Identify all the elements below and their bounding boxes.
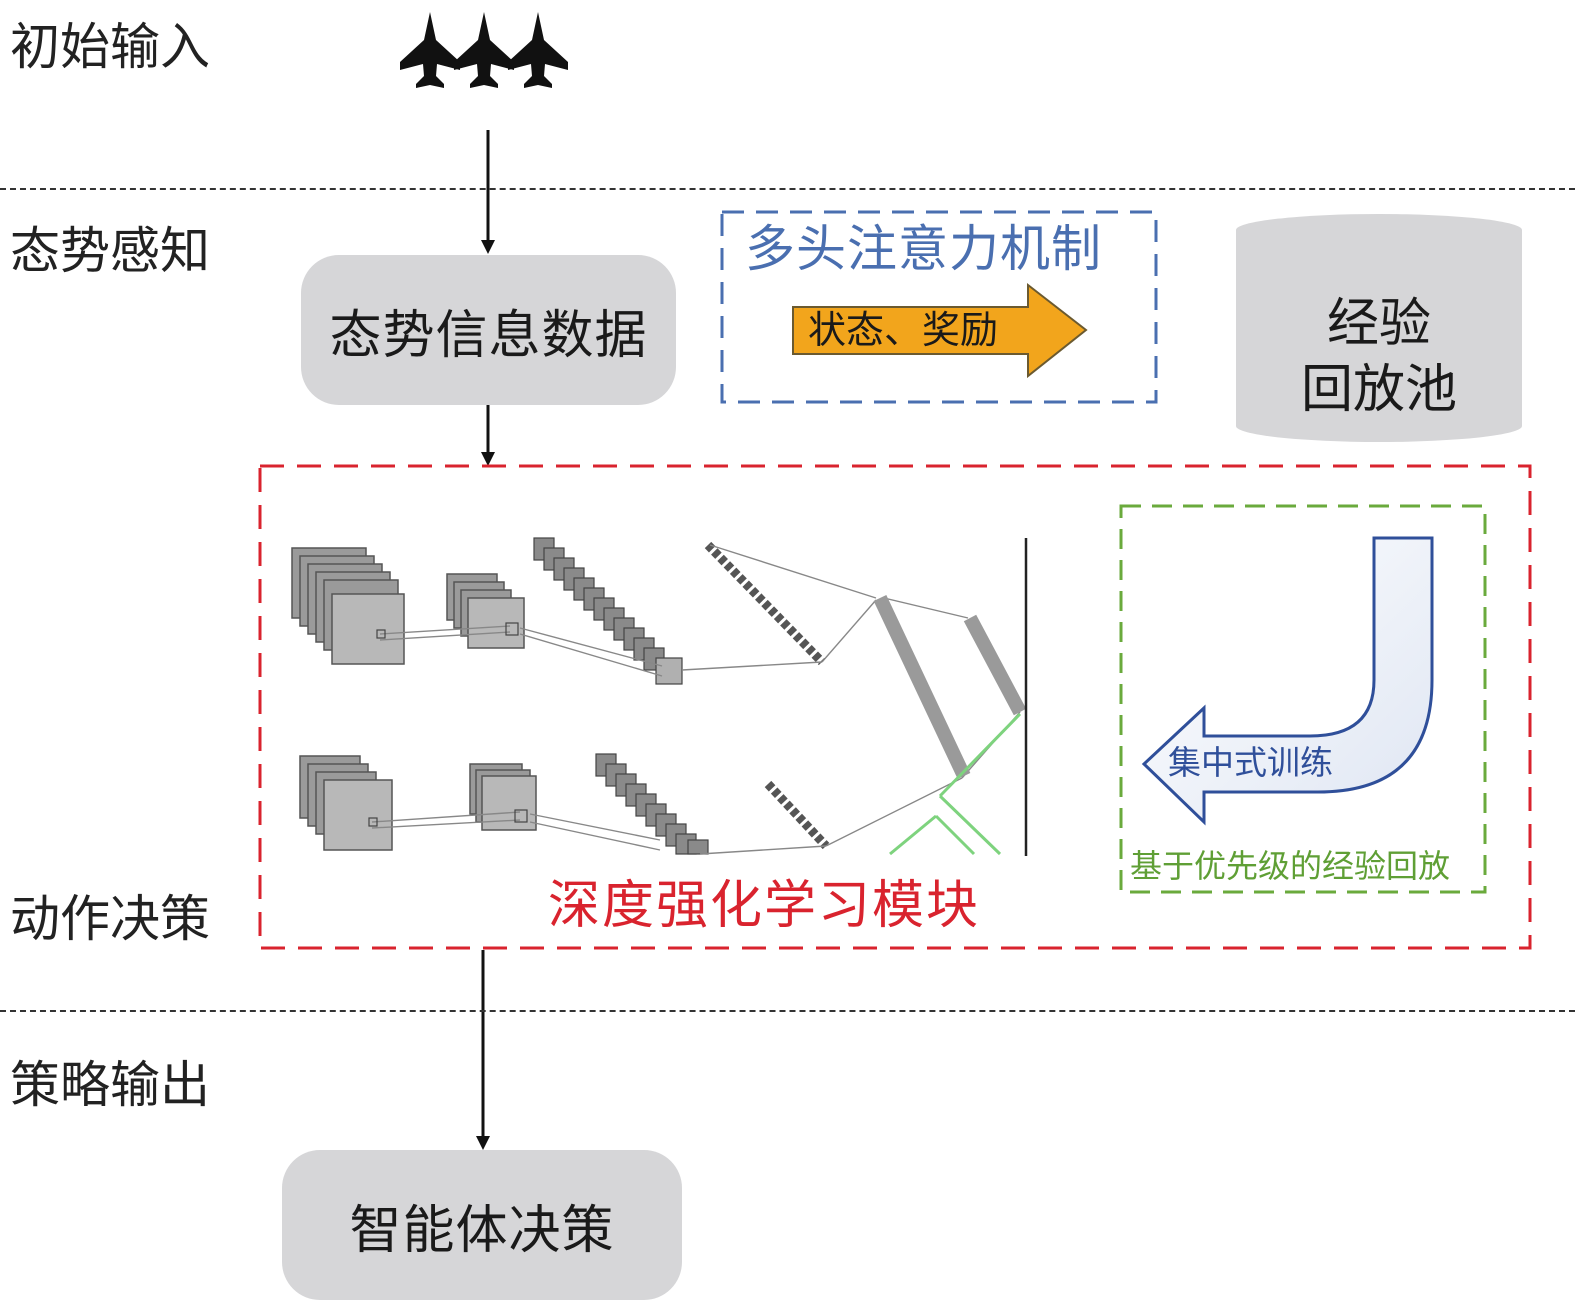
fc-layer xyxy=(764,780,830,850)
state-reward-arrow xyxy=(792,282,1088,379)
fighter-jet-icon xyxy=(454,12,514,88)
dense-layer xyxy=(873,595,971,779)
cnn-network-illustration xyxy=(291,537,1028,856)
conv-layer-stack xyxy=(595,753,709,855)
conv-layer-stack xyxy=(291,547,405,665)
conv-layer-stack xyxy=(469,763,537,831)
attention-box xyxy=(720,210,1158,404)
agent-decision-box: 智能体决策 xyxy=(282,1150,682,1300)
training-box xyxy=(1119,504,1487,894)
situation-data-box: 态势信息数据 xyxy=(301,255,676,405)
priority-replay-label: 基于优先级的经验回放 xyxy=(1130,847,1451,885)
conv-layer-stack xyxy=(299,755,393,851)
stage-label-action-decision: 动作决策 xyxy=(10,890,210,948)
attention-title: 多头注意力机制 xyxy=(745,220,1102,278)
centralized-training-arrow xyxy=(1141,536,1434,826)
stage-label-policy-output: 策略输出 xyxy=(10,1056,210,1114)
stage-separator xyxy=(0,1010,1575,1012)
fc-layer xyxy=(704,541,826,666)
stage-separator xyxy=(0,188,1575,190)
state-reward-label: 状态、奖励 xyxy=(808,308,999,352)
centralized-training-label: 集中式训练 xyxy=(1168,743,1333,782)
layer-connections xyxy=(371,777,963,855)
dense-layer xyxy=(963,614,1027,716)
conv-layer-stack xyxy=(446,573,525,649)
output-connections xyxy=(889,712,1022,856)
drl-module-title: 深度强化学习模块 xyxy=(548,876,981,936)
conv-layer-stack xyxy=(533,537,683,685)
replay-pool-label-line2: 回放池 xyxy=(1300,360,1457,420)
fighter-jet-icon xyxy=(508,12,568,88)
drl-module-box xyxy=(258,464,1532,950)
stage-label-situation-awareness: 态势感知 xyxy=(10,222,210,280)
replay-pool-label-line1: 经验 xyxy=(1326,294,1431,354)
fighter-jet-icon xyxy=(400,12,460,88)
stage-label-initial-input: 初始输入 xyxy=(10,18,210,76)
replay-pool-cylinder xyxy=(1236,214,1522,442)
